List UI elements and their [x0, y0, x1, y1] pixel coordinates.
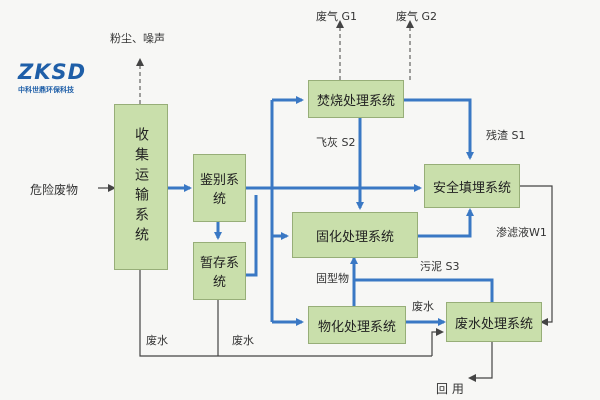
logo-company: 中科世鼎环保科技: [18, 86, 74, 94]
arrow-wastewater-to-treatment: [431, 328, 444, 356]
label-reuse: 回 用: [436, 382, 464, 396]
box-wastewater: 废水处理系统: [446, 302, 542, 342]
box-solidification: 固化处理系统: [292, 212, 418, 258]
label-fly-ash: 飞灰 S2: [316, 136, 356, 149]
arrow-solidification-to-landfill: [418, 208, 474, 238]
line-storage-up: [246, 195, 258, 277]
label-residue: 残渣 S1: [486, 129, 526, 142]
label-hazardous-waste: 危险废物: [30, 183, 79, 197]
box-identification: 鉴别系统: [193, 154, 246, 222]
box-landfill: 安全填埋系统: [424, 164, 520, 208]
label-waste-gas-g2: 废气 G2: [396, 10, 438, 23]
company-logo: ZKSD 中科世鼎环保科技: [18, 60, 96, 95]
box-temporary-storage: 暂存系统: [193, 242, 246, 300]
label-dust-noise: 粉尘、噪声: [110, 32, 165, 45]
arrow-residue: [404, 98, 474, 160]
arrow-leachate: [520, 185, 553, 326]
box-incineration: 焚烧处理系统: [308, 80, 404, 118]
box-collection: 收集运输系统: [114, 104, 168, 270]
arrow-reuse: [468, 342, 493, 382]
label-solidified: 固型物: [316, 272, 349, 285]
label-wastewater-2: 废水: [232, 334, 254, 347]
label-leachate: 渗滤液W1: [496, 226, 547, 239]
label-waste-gas-g1: 废气 G1: [316, 10, 358, 23]
box-physicochemical: 物化处理系统: [308, 306, 406, 344]
logo-brand: ZKSD: [18, 60, 87, 84]
line-wastewater-collection: [139, 270, 432, 357]
label-sludge: 污泥 S3: [420, 260, 460, 273]
label-wastewater-1: 废水: [146, 334, 168, 347]
label-wastewater-3: 废水: [412, 300, 434, 313]
line-sludge: [354, 278, 494, 302]
